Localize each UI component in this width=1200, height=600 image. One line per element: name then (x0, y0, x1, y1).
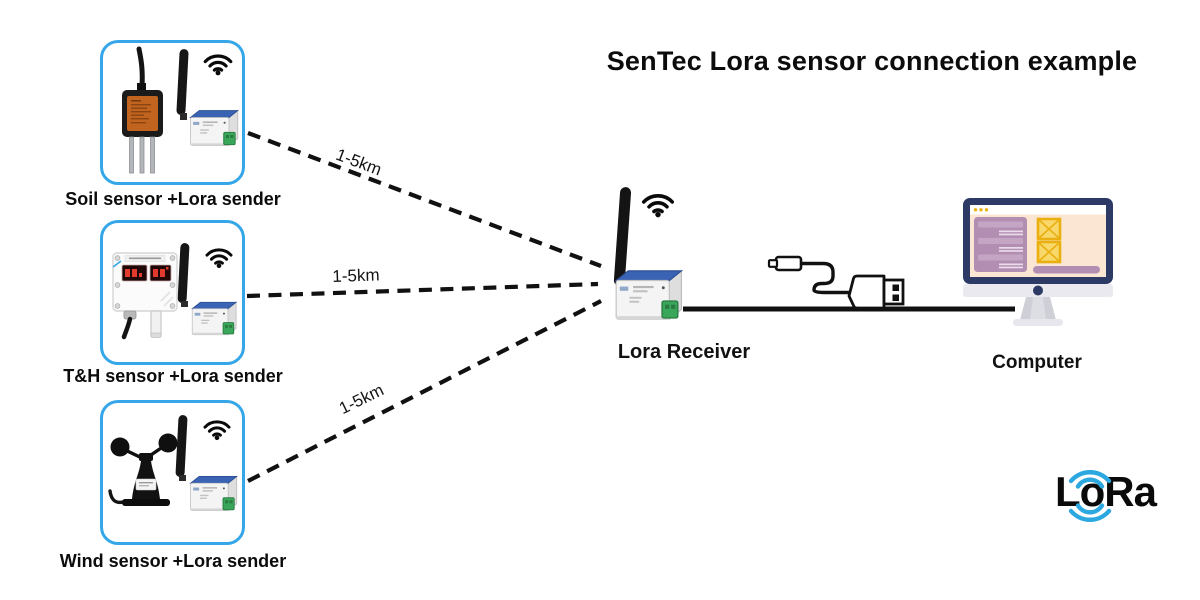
distance-label-soil: 1-5km (333, 145, 385, 180)
distance-label-wind: 1-5km (336, 380, 387, 419)
diagram-title: SenTec Lora sensor connection example (606, 46, 1138, 76)
window-control-dots (973, 208, 989, 212)
screen-list-panel (974, 217, 1027, 272)
wind-sensor-device (108, 433, 178, 506)
wind-sensor-illustration (108, 415, 238, 512)
monitor-stand-highlight (1030, 297, 1046, 320)
screen-bottom-bar (1033, 266, 1100, 274)
screen-image-tiles (1036, 217, 1062, 264)
wifi-icon (641, 193, 675, 218)
wifi-icon (203, 420, 231, 441)
lora-sender-module (190, 475, 238, 512)
window-titlebar (970, 205, 1106, 215)
monitor-logo-dot (1033, 285, 1043, 296)
lora-link-line-wind (247, 299, 602, 483)
lora-receiver-module (615, 270, 683, 320)
soil-sensor-illustration (122, 46, 239, 174)
wind-sensor-label: Wind sensor +Lora sender (59, 551, 287, 571)
usb-cable-icon (767, 255, 905, 310)
wifi-icon (205, 248, 233, 269)
wind-sensor-box (100, 400, 245, 545)
lora-receiver-illustration (613, 187, 683, 320)
computer-illustration (963, 198, 1113, 326)
lora-link-line-th (246, 281, 599, 299)
monitor-base (1013, 319, 1063, 326)
lora-receiver-label: Lora Receiver (617, 341, 751, 363)
antenna-icon (177, 243, 190, 307)
soil-sensor-box (100, 40, 245, 185)
wifi-icon (203, 54, 233, 76)
th-sensor-illustration (112, 243, 237, 340)
th-sensor-device (112, 252, 178, 340)
computer-label: Computer (992, 352, 1082, 373)
lora-sender-module (191, 301, 237, 336)
soil-sensor-device (122, 46, 163, 174)
lora-sender-module (189, 109, 239, 147)
th-sensor-label: T&H sensor +Lora sender (63, 366, 283, 386)
distance-label-th: 1-5km (332, 265, 380, 286)
antenna-icon (175, 415, 188, 481)
lora-logo: LoRa (1055, 458, 1175, 538)
lora-logo-arcs (1068, 470, 1112, 522)
soil-sensor-label: Soil sensor +Lora sender (65, 189, 281, 209)
th-sensor-box (100, 220, 245, 365)
antenna-icon (176, 49, 189, 120)
